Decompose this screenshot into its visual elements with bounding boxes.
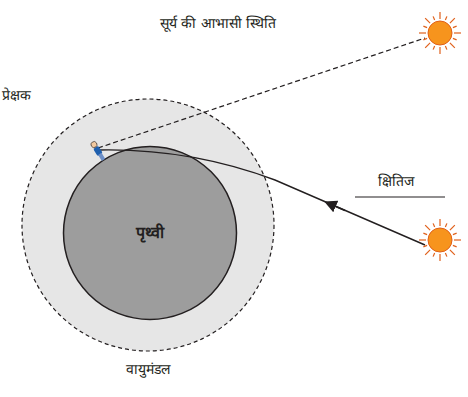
- sun-apparent: [419, 12, 461, 54]
- sun-ray: [423, 245, 427, 247]
- sun-ray: [433, 16, 435, 20]
- sun-disc: [428, 21, 452, 45]
- sun-ray: [439, 219, 440, 226]
- sun-ray: [450, 250, 455, 255]
- horizon-line: [355, 196, 445, 197]
- sun-ray: [423, 233, 427, 235]
- sun-ray: [423, 38, 427, 40]
- atmosphere-label: वायुमंडल: [20, 360, 276, 378]
- sun-ray: [425, 43, 430, 48]
- sun-ray: [445, 16, 447, 20]
- observer-figure: [90, 140, 106, 161]
- sun-ray: [445, 223, 447, 227]
- sun-ray: [450, 18, 455, 23]
- sun-ray: [433, 223, 435, 227]
- horizon-label: क्षितिज: [378, 172, 458, 190]
- sun-ray: [419, 239, 426, 240]
- sun-ray: [423, 26, 427, 28]
- earth-label: पृथ्वी: [62, 223, 238, 244]
- sun-ray: [425, 18, 430, 23]
- sun-ray: [450, 43, 455, 48]
- refracted-ray: [98, 150, 425, 245]
- observer-label: प्रेक्षक: [2, 86, 82, 104]
- sun-ray: [425, 225, 430, 230]
- sun-disc: [428, 228, 452, 252]
- atmosphere-region: वायुमंडल पृथ्वी: [20, 97, 276, 387]
- sun-ray: [439, 12, 440, 19]
- sun-ray: [453, 233, 457, 235]
- ray-arrow: [330, 204, 345, 211]
- apparent-sun-label: सूर्य की आभासी स्थिति: [160, 14, 285, 32]
- sun-ray: [439, 47, 440, 54]
- sun-ray: [433, 46, 435, 50]
- sun-ray: [453, 38, 457, 40]
- sun-ray: [453, 26, 457, 28]
- sun-ray: [453, 245, 457, 247]
- sun-ray: [445, 253, 447, 257]
- sun-ray: [450, 225, 455, 230]
- sun-ray: [425, 250, 430, 255]
- apparent-sightline: [98, 38, 425, 148]
- sun-ray: [433, 253, 435, 257]
- sun-ray: [454, 32, 461, 33]
- sun-ray: [439, 254, 440, 261]
- sun-ray: [445, 46, 447, 50]
- sun-ray: [454, 239, 461, 240]
- sun-actual: [419, 219, 461, 261]
- earth-circle: पृथ्वी: [62, 145, 238, 321]
- sun-ray: [419, 32, 426, 33]
